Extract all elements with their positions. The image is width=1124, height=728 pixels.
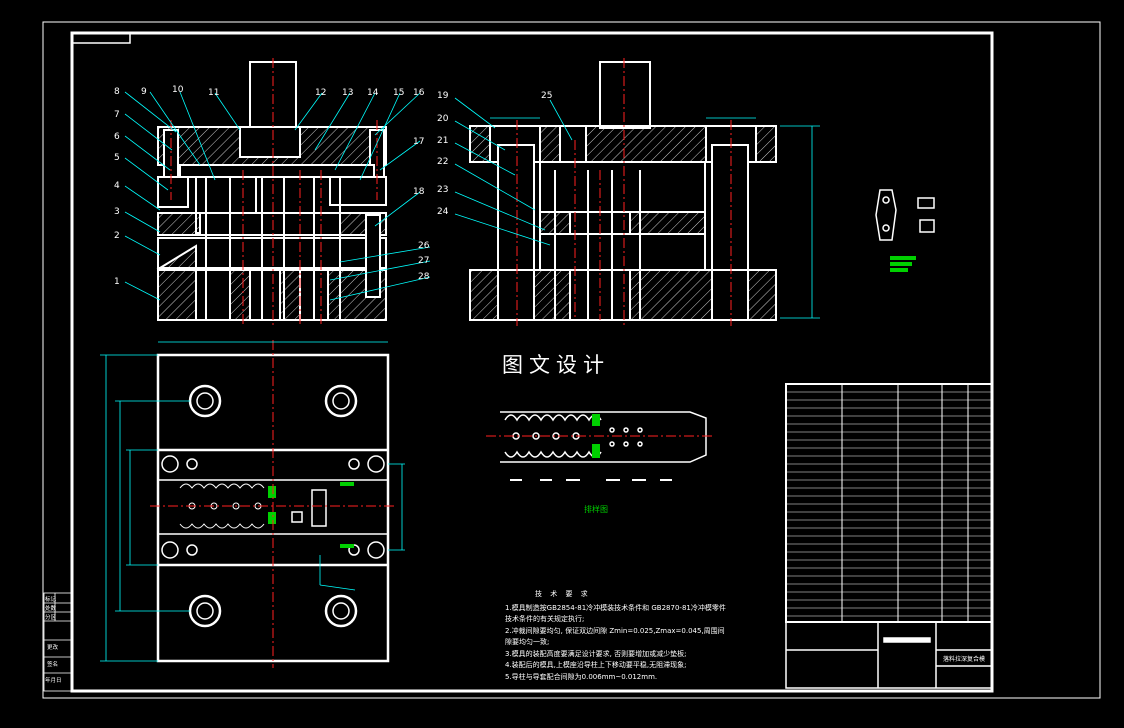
side-dimensions	[454, 97, 820, 319]
callout-labels: 1 2 3 4 5 6 7 8 9 10 11 12 13 14 15 16 1…	[114, 85, 552, 287]
callout-20: 20	[437, 114, 449, 124]
callout-21: 21	[437, 136, 448, 146]
rev-label-5: 签名	[47, 662, 59, 668]
callout-7: 7	[114, 110, 120, 120]
rev-label-2: 处数	[45, 606, 57, 612]
callout-13: 13	[342, 88, 353, 98]
strip-label: 排样图	[584, 504, 608, 514]
rev-label-3: 分区	[45, 615, 57, 621]
tech-line-6: 4.装配后的模具,上模座沿导柱上下移动要平稳,无阻滞现象;	[505, 661, 687, 669]
rev-label-4: 更改	[47, 645, 59, 651]
rev-label-6: 年月日	[45, 678, 62, 684]
drawing-title: 图文设计	[502, 353, 610, 377]
rev-label-1: 标记	[45, 597, 57, 603]
callout-19: 19	[437, 91, 449, 101]
tech-line-4: 隙要均匀一致;	[505, 638, 550, 646]
callout-24: 24	[437, 207, 449, 217]
callout-12: 12	[315, 88, 326, 98]
callout-23: 23	[437, 185, 448, 195]
side-centerlines	[516, 58, 732, 326]
tech-line-1: 1.模具制造按GB2854-81冷冲模装技术条件和 GB2870-81冷冲模零件	[505, 603, 726, 612]
callout-2: 2	[114, 231, 120, 241]
callout-18: 18	[413, 187, 425, 197]
front-section-view	[156, 61, 387, 321]
callout-11: 11	[208, 88, 219, 98]
drawing-name: 落料拉深复合模	[943, 655, 985, 663]
parts-list	[785, 383, 993, 623]
tech-line-3: 2.冲裁间隙要均匀, 保证双边间隙 Zmin=0.025,Zmax=0.045,…	[505, 626, 725, 635]
callout-5: 5	[114, 153, 120, 163]
front-leaders	[124, 91, 431, 301]
callout-8: 8	[114, 87, 120, 97]
tech-line-2: 技术条件的有关规定执行;	[505, 615, 585, 623]
callout-25: 25	[541, 91, 552, 101]
callout-22: 22	[437, 157, 448, 167]
callout-28: 28	[418, 272, 430, 282]
strip-highlight	[592, 414, 600, 458]
part-detail	[875, 189, 935, 241]
callout-9: 9	[141, 87, 147, 97]
tech-requirements: 技 术 要 求 1.模具制造按GB2854-81冷冲模装技术条件和 GB2870…	[505, 589, 770, 683]
tech-requirements-title: 技 术 要 求	[535, 590, 591, 598]
callout-3: 3	[114, 207, 120, 217]
plan-highlight	[268, 482, 354, 548]
callout-15: 15	[393, 88, 404, 98]
callout-14: 14	[367, 88, 379, 98]
drawing-code-box	[71, 32, 131, 44]
callout-17: 17	[413, 137, 424, 147]
callout-4: 4	[114, 181, 120, 191]
callout-26: 26	[418, 241, 430, 251]
side-section-view	[469, 61, 777, 321]
revision-block	[43, 592, 73, 692]
callout-16: 16	[413, 88, 425, 98]
callout-1: 1	[114, 277, 120, 287]
parts-list-rows	[786, 391, 992, 617]
callout-6: 6	[114, 132, 120, 142]
strip-layout	[500, 411, 707, 463]
callout-27: 27	[418, 256, 429, 266]
title-block	[785, 621, 993, 689]
tech-line-5: 3.模具的装配高度要满足设计要求, 否则要增加或减少垫板;	[505, 649, 687, 658]
tech-line-7: 5.导柱与导套配合间隙为0.006mm~0.012mm.	[505, 672, 658, 681]
plan-dimensions	[100, 341, 405, 662]
plan-centerlines	[150, 340, 396, 668]
callout-10: 10	[172, 85, 184, 95]
outer-frame	[42, 21, 1101, 699]
part-detail-marks	[890, 256, 916, 272]
inner-frame	[70, 31, 994, 693]
